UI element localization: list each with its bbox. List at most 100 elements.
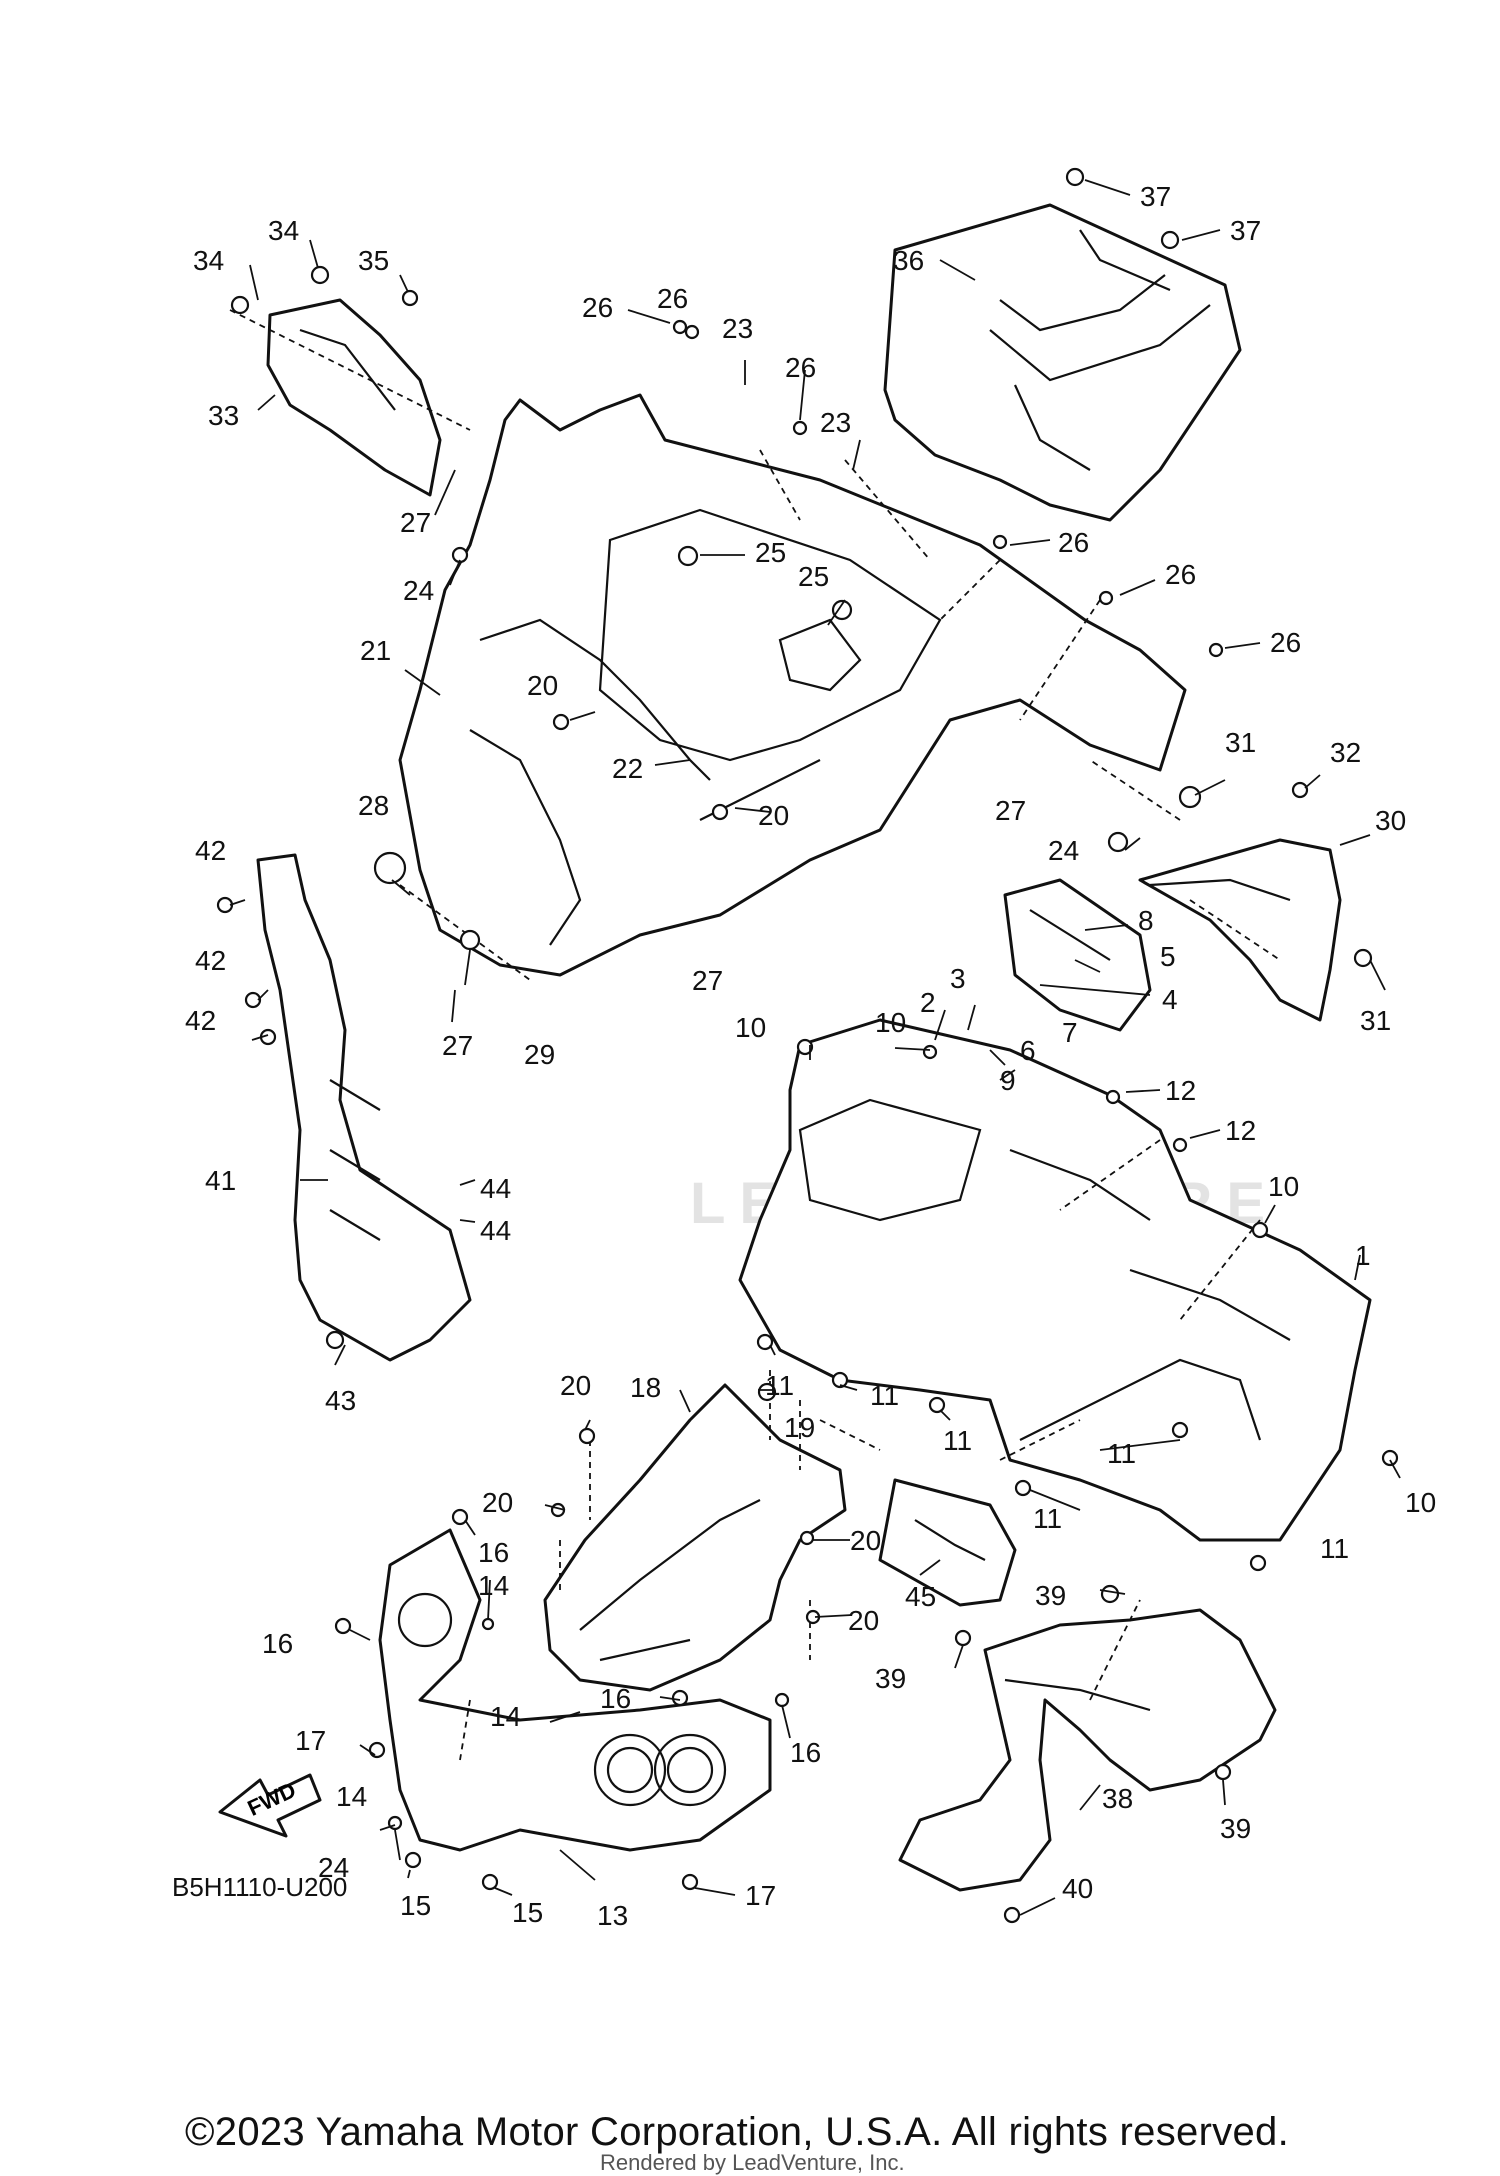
callout-11a: 11 bbox=[765, 1370, 794, 1401]
callout-34b: 34 bbox=[268, 215, 299, 246]
callout-8: 8 bbox=[1138, 905, 1154, 936]
callout-24a: 24 bbox=[403, 575, 434, 606]
callout-38: 38 bbox=[1102, 1783, 1133, 1814]
callout-16c: 16 bbox=[600, 1683, 631, 1714]
callout-18: 18 bbox=[630, 1372, 661, 1403]
callout-3: 3 bbox=[950, 963, 966, 994]
callout-32: 32 bbox=[1330, 737, 1361, 768]
callout-26d: 26 bbox=[1058, 527, 1089, 558]
callout-25a: 25 bbox=[755, 537, 786, 568]
callout-27d: 27 bbox=[692, 965, 723, 996]
callout-44b: 44 bbox=[480, 1215, 511, 1246]
callout-15b: 15 bbox=[512, 1897, 543, 1928]
callout-44a: 44 bbox=[480, 1173, 511, 1204]
callout-26a: 26 bbox=[582, 292, 613, 323]
callout-42c: 42 bbox=[185, 1005, 216, 1036]
part-30-side-panel bbox=[1138, 838, 1342, 1022]
callout-37a: 37 bbox=[1140, 181, 1171, 212]
callout-30: 30 bbox=[1375, 805, 1406, 836]
part-21-front-fender bbox=[398, 393, 1187, 977]
callout-31b: 31 bbox=[1360, 1005, 1391, 1036]
callout-39b: 39 bbox=[875, 1663, 906, 1694]
callout-37b: 37 bbox=[1230, 215, 1261, 246]
callout-11e: 11 bbox=[1033, 1503, 1062, 1534]
callout-14b: 14 bbox=[490, 1701, 521, 1732]
callout-42b: 42 bbox=[195, 945, 226, 976]
callout-24b: 24 bbox=[1048, 835, 1079, 866]
callout-16b: 16 bbox=[262, 1628, 293, 1659]
callout-11c: 11 bbox=[943, 1425, 972, 1456]
part-45-plate bbox=[878, 1478, 1017, 1607]
callout-35: 35 bbox=[358, 245, 389, 276]
diagram-reference-code: B5H1110-U200 bbox=[172, 1872, 348, 1902]
callout-10b: 10 bbox=[875, 1007, 906, 1038]
callout-11d: 11 bbox=[1107, 1438, 1136, 1469]
part-36-cover bbox=[883, 203, 1242, 522]
callout-20d: 20 bbox=[482, 1487, 513, 1518]
callout-33: 33 bbox=[208, 400, 239, 431]
callout-27b: 27 bbox=[995, 795, 1026, 826]
callout-17a: 17 bbox=[295, 1725, 326, 1756]
callout-27a: 27 bbox=[400, 507, 431, 538]
part-1-center-housing bbox=[738, 1018, 1372, 1542]
callout-43: 43 bbox=[325, 1385, 356, 1416]
callout-9: 9 bbox=[1000, 1065, 1016, 1096]
callout-29: 29 bbox=[524, 1039, 555, 1070]
callout-14c: 14 bbox=[336, 1781, 367, 1812]
callout-17b: 17 bbox=[745, 1880, 776, 1911]
callout-20f: 20 bbox=[848, 1605, 879, 1636]
part-13-headlight-housing bbox=[378, 1528, 772, 1852]
callout-41: 41 bbox=[205, 1165, 236, 1196]
part-38-fender-flare bbox=[898, 1608, 1277, 1892]
callout-20c: 20 bbox=[560, 1370, 591, 1401]
callout-40: 40 bbox=[1062, 1873, 1093, 1904]
callout-26b: 26 bbox=[657, 283, 688, 314]
callout-39c: 39 bbox=[1220, 1813, 1251, 1844]
part-41-side-duct bbox=[256, 853, 472, 1362]
callout-10a: 10 bbox=[735, 1012, 766, 1043]
part-33-side-cover bbox=[266, 298, 442, 497]
callout-4: 4 bbox=[1162, 984, 1178, 1015]
callout-39a: 39 bbox=[1035, 1580, 1066, 1611]
callout-23a: 23 bbox=[722, 313, 753, 344]
callout-34a: 34 bbox=[193, 245, 224, 276]
callout-24c: 24 bbox=[318, 1852, 349, 1883]
callout-20e: 20 bbox=[850, 1525, 881, 1556]
callout-22: 22 bbox=[612, 753, 643, 784]
callout-26c: 26 bbox=[785, 352, 816, 383]
part-4-bracket bbox=[1003, 878, 1152, 1032]
fwd-arrow: FWD bbox=[218, 1773, 322, 1838]
callout-20b: 20 bbox=[758, 800, 789, 831]
callout-14a: 14 bbox=[478, 1570, 509, 1601]
callout-labels: 37 37 36 34 34 35 33 27 24 26 26 23 26 2… bbox=[185, 181, 1436, 1931]
copyright-notice: ©2023 Yamaha Motor Corporation, U.S.A. A… bbox=[185, 2110, 1289, 2154]
callout-19: 19 bbox=[784, 1412, 815, 1443]
callout-27c: 27 bbox=[442, 1030, 473, 1061]
callout-42a: 42 bbox=[195, 835, 226, 866]
callout-21: 21 bbox=[360, 635, 391, 666]
callout-1: 1 bbox=[1355, 1240, 1371, 1271]
callout-10d: 10 bbox=[1405, 1487, 1436, 1518]
callout-31a: 31 bbox=[1225, 727, 1256, 758]
callout-12a: 12 bbox=[1165, 1075, 1196, 1106]
callout-11b: 11 bbox=[870, 1380, 899, 1411]
callout-15a: 15 bbox=[400, 1890, 431, 1921]
callout-13: 13 bbox=[597, 1900, 628, 1931]
callout-26e: 26 bbox=[1165, 559, 1196, 590]
callout-36: 36 bbox=[893, 245, 924, 276]
callout-20a: 20 bbox=[527, 670, 558, 701]
callout-45: 45 bbox=[905, 1581, 936, 1612]
assembly-lines bbox=[229, 309, 1281, 1761]
rendered-by-credit: Rendered by LeadVenture, Inc. bbox=[600, 2150, 905, 2175]
callout-26f: 26 bbox=[1270, 627, 1301, 658]
callout-2: 2 bbox=[920, 987, 936, 1018]
fasteners bbox=[216, 167, 1399, 1924]
callout-28: 28 bbox=[358, 790, 389, 821]
callout-23b: 23 bbox=[820, 407, 851, 438]
leader-lines bbox=[229, 179, 1401, 1916]
callout-25b: 25 bbox=[798, 561, 829, 592]
part-18-nose-cover bbox=[543, 1383, 847, 1692]
callout-10c: 10 bbox=[1268, 1171, 1299, 1202]
callout-5: 5 bbox=[1160, 941, 1176, 972]
